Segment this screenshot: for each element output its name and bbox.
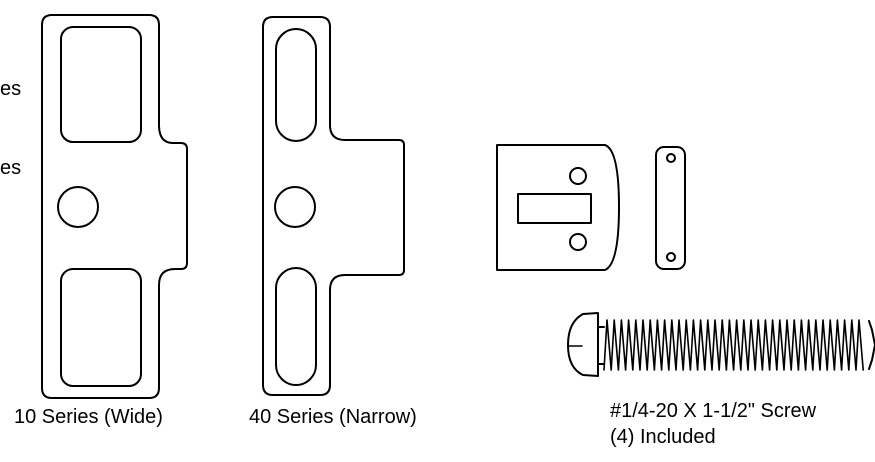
screw-tip [868, 320, 875, 370]
narrow-plate-upper-slot [275, 28, 317, 142]
small-strike-lower-hole [666, 252, 676, 262]
small-strike-upper-hole [666, 153, 676, 163]
wide-plate [41, 14, 188, 399]
narrow-plate-caption: 40 Series (Narrow) [249, 406, 417, 428]
strike-plate [496, 144, 620, 271]
small-strike-outline [655, 146, 686, 270]
narrow-plate [262, 16, 405, 396]
screw-caption-line1: #1/4-20 X 1-1/2" Screw [610, 400, 817, 422]
screw-head [567, 312, 599, 377]
strike-plate-lower-hole [569, 233, 587, 251]
wide-plate-upper-slot [60, 26, 142, 143]
left-fragment-lower: es [0, 157, 22, 179]
strike-plate-outline [496, 144, 620, 271]
wide-plate-outline [41, 14, 188, 399]
strike-plate-opening [517, 193, 592, 224]
screw [567, 312, 875, 377]
left-fragment-upper: es [0, 78, 22, 100]
strike-plate-upper-hole [569, 167, 587, 185]
narrow-plate-lower-slot [275, 267, 317, 386]
wide-plate-hole [57, 186, 99, 228]
narrow-plate-hole [274, 186, 316, 228]
wide-plate-lower-slot [60, 268, 142, 387]
small-strike [655, 146, 686, 270]
screw-caption-line2: (4) Included [610, 426, 716, 448]
narrow-plate-outline [262, 16, 405, 396]
screw-thread [603, 319, 864, 371]
wide-plate-caption: 10 Series (Wide) [14, 406, 163, 428]
